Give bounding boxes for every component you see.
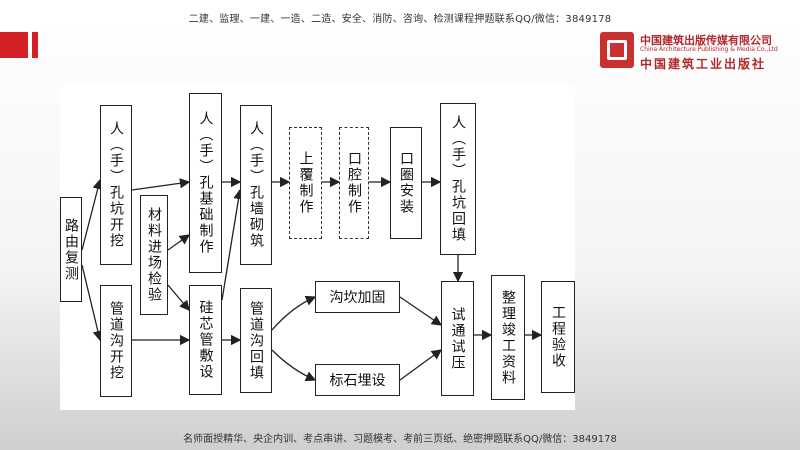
node-marker-burial-label: 标石埋设 — [329, 373, 386, 389]
logo-press-name: 中国建筑工业出版社 — [640, 57, 767, 71]
node-trial-pressure-test: 试通试压 — [441, 281, 474, 396]
footer-banner-text: 名师面授精华、央企内训、考点串讲、习题模考、考前三页纸、绝密押题联系QQ/微信：… — [183, 434, 617, 445]
node-project-acceptance: 工程验收 — [541, 281, 575, 393]
arrow-survey-to-trench — [81, 264, 103, 342]
arrow-pipe-to-wall — [221, 188, 244, 301]
node-route-survey-label: 路由复测 — [63, 217, 79, 282]
red-accent-bar — [32, 32, 38, 58]
node-silicon-pipe-laying-label: 硅芯管敷设 — [197, 300, 214, 380]
red-accent-block — [0, 32, 28, 58]
node-trench-excavation: 管道沟开挖 — [100, 285, 132, 397]
flowchart-connectors — [81, 176, 543, 382]
node-mouth-fabrication-label: 口腔制作 — [346, 151, 362, 215]
arrow-pit-to-base — [131, 178, 191, 191]
node-manual-foundation: 人（手）孔基础制作 — [189, 93, 222, 273]
header-bar — [0, 0, 800, 30]
publisher-logo-icon — [600, 32, 634, 68]
arrow-reinforce-to-test — [399, 296, 443, 326]
node-manual-pit-excavation: 人（手）孔坑开挖 — [100, 105, 132, 265]
node-trench-excavation-label: 管道沟开挖 — [108, 301, 124, 381]
node-trial-pressure-test-label: 试通试压 — [449, 306, 466, 371]
node-manual-pit-backfill-label: 人（手）孔坑回填 — [450, 115, 466, 243]
node-manual-wall-label: 人（手）孔墙砌筑 — [248, 121, 264, 249]
node-mouth-fabrication: 口腔制作 — [339, 127, 369, 239]
node-trench-backfill-label: 管道沟回填 — [248, 300, 264, 381]
node-marker-burial: 标石埋设 — [315, 364, 400, 396]
arrow-backfill-to-marker — [271, 349, 317, 382]
header-banner-text: 二建、监理、一建、一造、二造、安全、消防、咨询、检测课程押题联系QQ/微信：38… — [188, 14, 612, 25]
node-route-survey: 路由复测 — [60, 197, 82, 302]
node-completion-docs-label: 整理竣工资料 — [500, 289, 516, 386]
node-trench-backfill: 管道沟回填 — [240, 288, 272, 393]
node-silicon-pipe-laying: 硅芯管敷设 — [189, 285, 222, 395]
node-cover-fabrication-label: 上覆制作 — [297, 151, 314, 215]
node-completion-docs: 整理竣工资料 — [491, 275, 525, 400]
logo-chinese-name: 中国建筑出版传媒有限公司 — [640, 34, 772, 47]
construction-flowchart: 路由复测 人（手）孔坑开挖 管道沟开挖 材料进场检验 人（手）孔基础制作 硅芯管… — [60, 85, 575, 410]
node-manual-pit-backfill: 人（手）孔坑回填 — [440, 103, 476, 255]
arrow-material-to-pipe — [167, 284, 190, 311]
arrow-material-to-base — [167, 234, 191, 251]
node-manual-wall: 人（手）孔墙砌筑 — [240, 105, 272, 265]
node-cover-fabrication: 上覆制作 — [289, 127, 322, 239]
node-project-acceptance-label: 工程验收 — [550, 305, 566, 369]
arrow-marker-to-test — [399, 349, 443, 381]
node-reinforcement-label: 沟坎加固 — [329, 290, 386, 306]
node-reinforcement: 沟坎加固 — [315, 281, 400, 313]
publisher-logo: 中国建筑出版传媒有限公司 China Architecture Publishi… — [600, 30, 790, 74]
node-ring-installation-label: 口圈安装 — [398, 151, 414, 215]
arrow-survey-to-pit — [81, 178, 103, 251]
logo-english-name: China Architecture Publishing & Media Co… — [640, 46, 778, 53]
node-material-inspection: 材料进场检验 — [140, 195, 168, 315]
node-manual-foundation-label: 人（手）孔基础制作 — [197, 111, 214, 255]
node-material-inspection-label: 材料进场检验 — [146, 207, 162, 303]
node-ring-installation: 口圈安装 — [390, 127, 422, 239]
arrow-backfill-to-reinforce — [271, 295, 317, 331]
node-manual-pit-excavation-label: 人（手）孔坑开挖 — [108, 121, 124, 249]
